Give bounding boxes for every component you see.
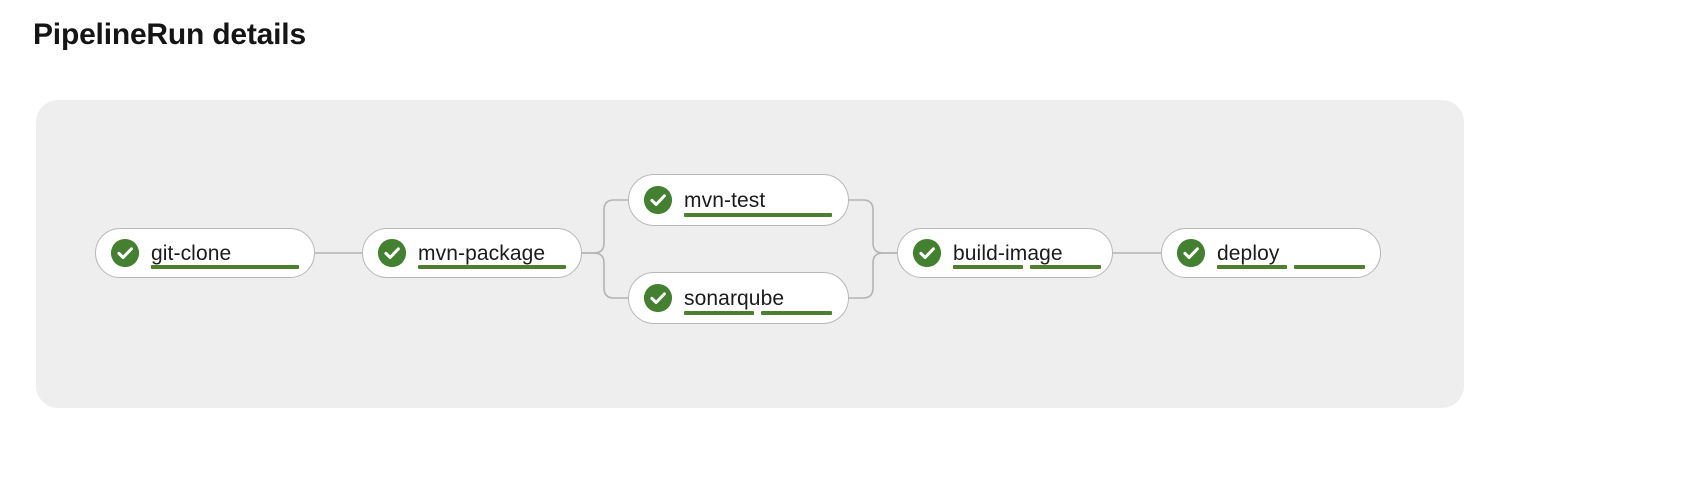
node-step-bar: [684, 213, 832, 217]
node-step-bars: [684, 311, 832, 315]
edge-mvn-package-to-mvn-test: [581, 199, 629, 254]
node-label: deploy: [1217, 242, 1280, 265]
check-circle-icon: [912, 238, 942, 268]
pipeline-node-git-clone[interactable]: git-clone: [95, 228, 315, 278]
node-body: sonarqube: [684, 272, 848, 324]
node-label: sonarqube: [684, 287, 785, 310]
node-label: mvn-package: [418, 242, 546, 265]
pipeline-node-deploy[interactable]: deploy: [1161, 228, 1381, 278]
pipeline-node-sonarqube[interactable]: sonarqube: [628, 272, 849, 324]
node-body: mvn-package: [418, 228, 581, 278]
node-step-bars: [953, 265, 1101, 269]
node-label: build-image: [953, 242, 1063, 265]
pipeline-node-mvn-test[interactable]: mvn-test: [628, 174, 849, 226]
node-step-bar: [1294, 265, 1365, 269]
pipeline-graph-panel: git-clone mvn-package: [36, 100, 1464, 408]
check-circle-icon: [377, 238, 407, 268]
check-circle-icon: [1176, 238, 1206, 268]
edge-mvn-package-to-sonarqube: [581, 252, 629, 299]
node-step-bars: [1217, 265, 1365, 269]
pipeline-node-mvn-package[interactable]: mvn-package: [362, 228, 582, 278]
node-body: deploy: [1217, 228, 1380, 278]
pipeline-node-build-image[interactable]: build-image: [897, 228, 1113, 278]
node-step-bar: [761, 311, 832, 315]
node-step-bars: [684, 213, 832, 217]
node-step-bar: [953, 265, 1023, 269]
check-circle-icon: [110, 238, 140, 268]
pipeline-graph-canvas: git-clone mvn-package: [36, 100, 1464, 408]
node-body: git-clone: [151, 228, 314, 278]
check-circle-icon: [643, 283, 673, 313]
page-title: PipelineRun details: [33, 18, 306, 51]
node-step-bar: [151, 265, 299, 269]
node-step-bars: [151, 265, 299, 269]
node-step-bars: [418, 265, 566, 269]
edge-sonarqube-to-build-image: [848, 252, 898, 299]
node-label: git-clone: [151, 242, 232, 265]
edge-mvn-test-to-build-image: [848, 199, 898, 254]
node-label: mvn-test: [684, 189, 766, 212]
check-circle-icon: [643, 185, 673, 215]
node-step-bar: [1030, 265, 1101, 269]
node-step-bar: [418, 265, 566, 269]
node-body: build-image: [953, 228, 1112, 278]
node-step-bar: [1217, 265, 1287, 269]
node-step-bar: [684, 311, 754, 315]
node-body: mvn-test: [684, 174, 848, 226]
